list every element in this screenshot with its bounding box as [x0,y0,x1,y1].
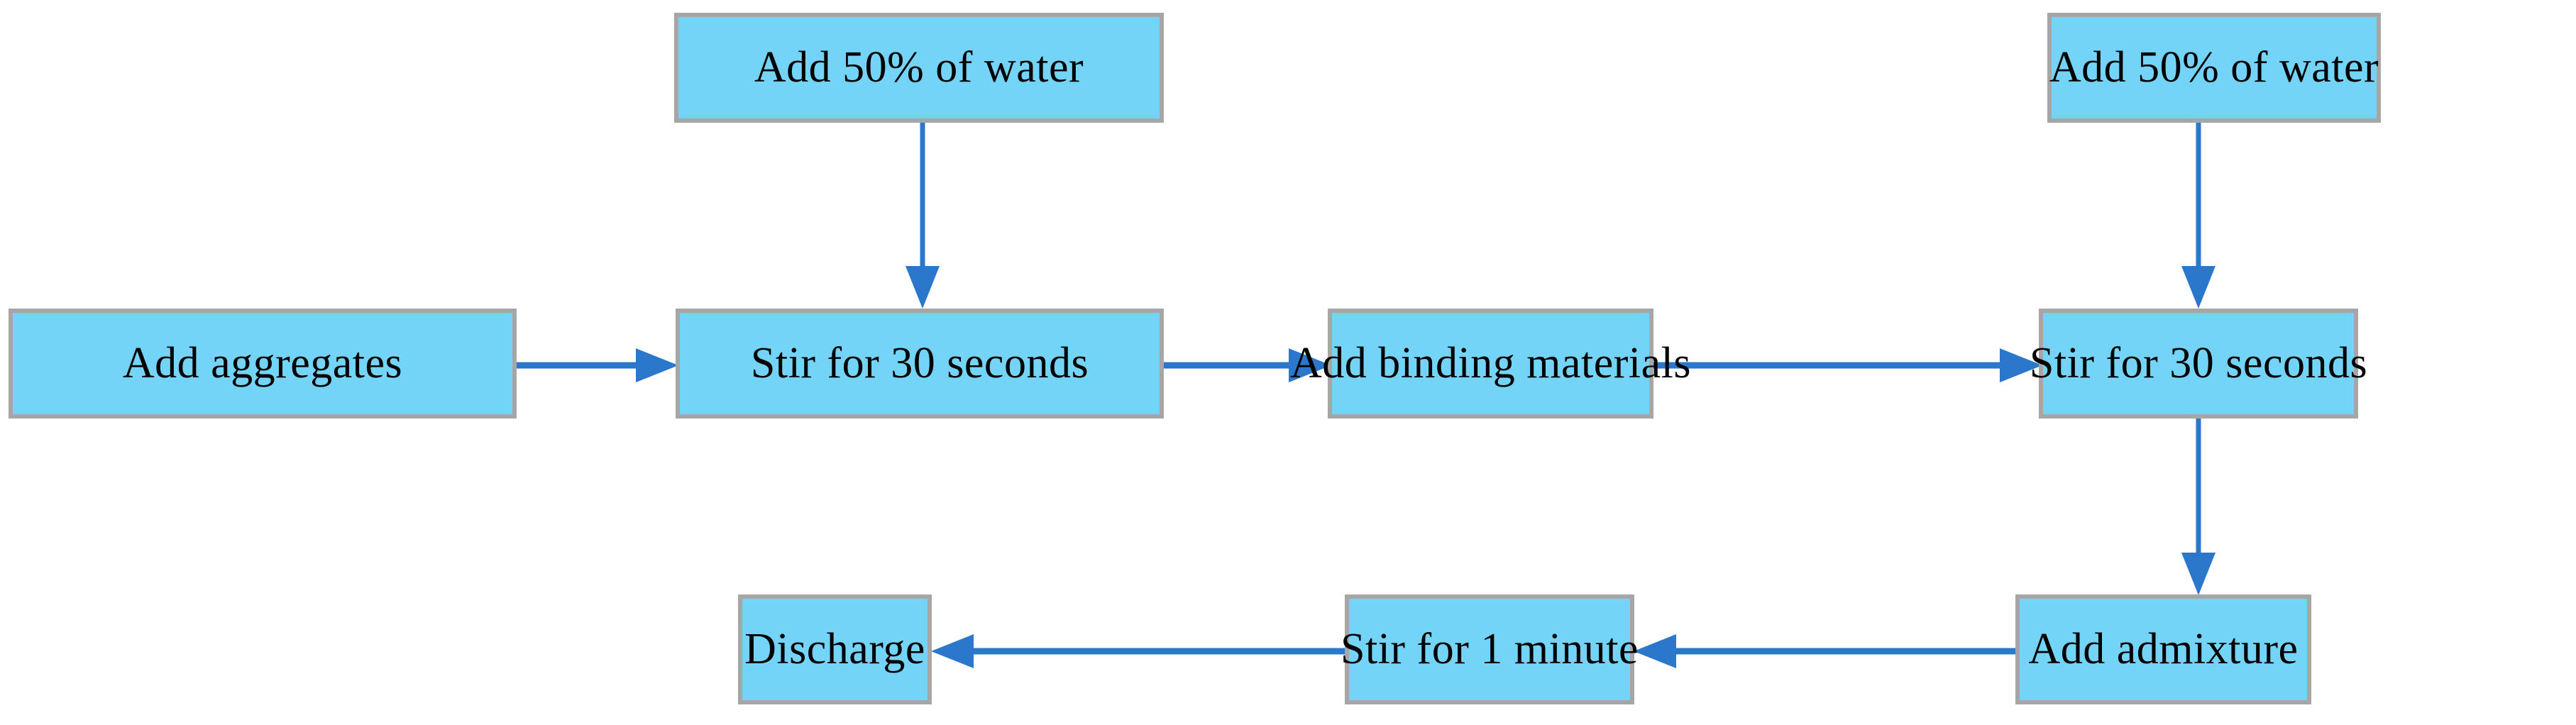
node-stir-30-seconds-second[interactable]: Stir for 30 seconds [2030,309,2367,419]
arrow-stir30b-to-admixture [2177,419,2220,597]
node-add-admixture[interactable]: Add admixture [2015,594,2311,704]
arrow-water1-to-stir30a [901,123,944,311]
arrow-stir30a-to-binding [1164,344,1333,387]
arrow-admixture-to-stir1min [1632,630,2019,673]
node-label: Add binding materials [1290,339,1691,388]
arrow-aggregates-to-stir30a [517,344,680,387]
node-label: Discharge [744,625,925,674]
node-label: Add 50% of water [2049,43,2379,92]
node-add-water-second[interactable]: Add 50% of water [2047,13,2381,123]
node-add-water-first[interactable]: Add 50% of water [674,13,1164,123]
node-add-binding-materials[interactable]: Add binding materials [1290,309,1690,419]
node-label: Add 50% of water [754,43,1084,92]
node-label: Stir for 30 seconds [2029,339,2368,388]
node-label: Add aggregates [122,339,403,388]
arrow-binding-to-stir30b [1653,344,2044,387]
arrow-water2-to-stir30b [2177,123,2220,311]
node-label: Add admixture [2028,625,2299,674]
node-label: Stir for 1 minute [1340,625,1639,674]
node-label: Stir for 30 seconds [750,339,1089,388]
arrow-stir1min-to-discharge [930,630,1348,673]
node-add-aggregates[interactable]: Add aggregates [9,309,517,419]
node-stir-1-minute[interactable]: Stir for 1 minute [1341,594,1639,704]
node-discharge[interactable]: Discharge [738,594,932,704]
node-stir-30-seconds-first[interactable]: Stir for 30 seconds [676,309,1164,419]
